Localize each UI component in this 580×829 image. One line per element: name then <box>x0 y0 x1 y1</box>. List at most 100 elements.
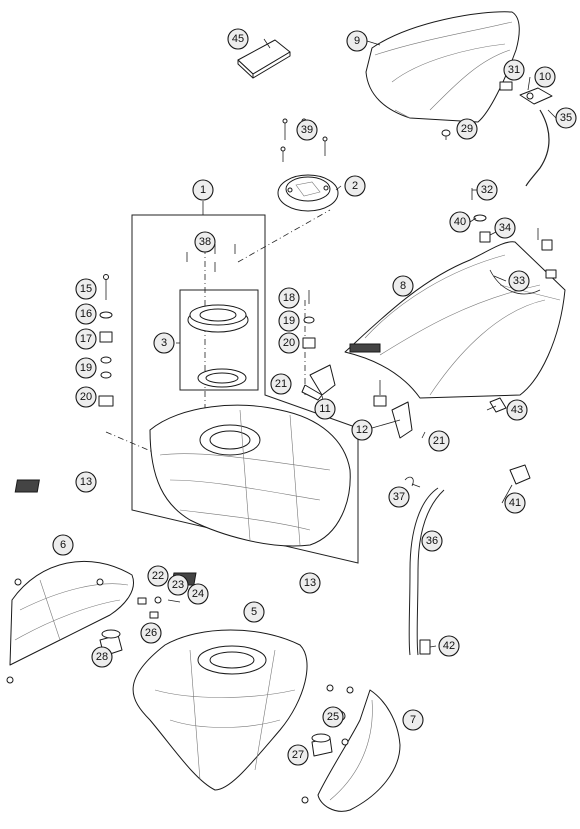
callout-28: 28 <box>91 646 113 668</box>
left-fastener-stack <box>98 274 114 407</box>
part-6-left-panel <box>6 560 134 684</box>
callout-33: 33 <box>508 270 530 292</box>
svg-text:45: 45 <box>232 33 244 45</box>
callout-19-left: 19 <box>75 357 97 379</box>
svg-text:12: 12 <box>356 424 368 436</box>
callout-8: 8 <box>392 275 414 297</box>
part-43-nut <box>489 397 507 413</box>
svg-text:21: 21 <box>433 435 445 447</box>
fuel-pump-subgroup-frame <box>179 289 259 391</box>
svg-text:42: 42 <box>443 640 455 652</box>
callout-15: 15 <box>75 278 97 300</box>
callout-27: 27 <box>287 744 309 766</box>
part-3-fuel-pump-ring <box>187 304 249 388</box>
callout-2: 2 <box>344 175 366 197</box>
part-38-screws <box>186 244 236 272</box>
part-2-filler-cap <box>277 174 339 212</box>
svg-text:28: 28 <box>96 651 108 663</box>
part-35-cable <box>525 109 550 187</box>
part-10-seat-lock <box>519 87 553 105</box>
svg-text:43: 43 <box>511 404 523 416</box>
svg-text:19: 19 <box>80 362 92 374</box>
svg-text:38: 38 <box>199 236 211 248</box>
part-31-clip <box>499 81 513 91</box>
svg-text:35: 35 <box>560 112 572 124</box>
part-12-bracket <box>373 380 413 439</box>
svg-text:16: 16 <box>80 308 92 320</box>
part-13-pad-a <box>14 479 40 493</box>
svg-text:17: 17 <box>80 333 92 345</box>
callout-17: 17 <box>75 328 97 350</box>
callout-35: 35 <box>555 107 577 129</box>
svg-text:21: 21 <box>275 378 287 390</box>
part-42-clip <box>419 639 431 655</box>
svg-text:1: 1 <box>200 184 206 196</box>
svg-text:40: 40 <box>454 216 466 228</box>
part-5-tank-cover <box>132 629 308 791</box>
svg-text:25: 25 <box>327 711 339 723</box>
callout-9: 9 <box>346 30 368 52</box>
svg-text:32: 32 <box>481 184 493 196</box>
callout-23: 23 <box>167 574 189 596</box>
part-8-front-seat <box>344 241 566 399</box>
callout-29: 29 <box>456 118 478 140</box>
svg-text:15: 15 <box>80 283 92 295</box>
part-45-box <box>237 39 291 79</box>
callout-1: 1 <box>192 179 214 201</box>
svg-text:20: 20 <box>283 337 295 349</box>
svg-text:23: 23 <box>172 579 184 591</box>
callout-16: 16 <box>75 303 97 325</box>
callout-18: 18 <box>278 287 300 309</box>
callout-34: 34 <box>494 217 516 239</box>
part-41-holder <box>509 464 531 485</box>
svg-text:27: 27 <box>292 749 304 761</box>
callout-21-left: 21 <box>270 373 292 395</box>
callout-12: 12 <box>351 419 373 441</box>
callout-26: 26 <box>140 622 162 644</box>
callout-43: 43 <box>506 399 528 421</box>
svg-text:13: 13 <box>80 476 92 488</box>
callout-20-left: 20 <box>75 386 97 408</box>
svg-text:9: 9 <box>354 35 360 47</box>
svg-text:33: 33 <box>513 275 525 287</box>
part-7-right-panel <box>301 684 401 812</box>
svg-text:5: 5 <box>251 606 257 618</box>
callout-39: 39 <box>296 119 318 141</box>
callout-13-upper: 13 <box>75 471 97 493</box>
svg-text:26: 26 <box>145 627 157 639</box>
callout-37: 37 <box>388 486 410 508</box>
svg-text:37: 37 <box>393 491 405 503</box>
svg-text:34: 34 <box>499 222 511 234</box>
callout-7: 7 <box>402 709 424 731</box>
callout-13-lower: 13 <box>299 572 321 594</box>
callout-21-right: 21 <box>428 430 450 452</box>
callout-22: 22 <box>147 565 169 587</box>
callout-3: 3 <box>153 332 175 354</box>
svg-text:20: 20 <box>80 391 92 403</box>
part-37-clip <box>404 476 414 487</box>
callout-31: 31 <box>503 59 525 81</box>
assembly-line-filler <box>237 209 331 263</box>
callout-6: 6 <box>52 534 74 556</box>
middle-fastener-stack <box>302 290 316 349</box>
svg-text:24: 24 <box>192 588 204 600</box>
seat-hardware <box>471 188 557 295</box>
callout-11: 11 <box>314 398 336 420</box>
svg-text:6: 6 <box>60 539 66 551</box>
svg-text:11: 11 <box>319 403 330 415</box>
callout-38: 38 <box>194 231 216 253</box>
callout-45: 45 <box>227 28 249 50</box>
svg-text:3: 3 <box>161 337 167 349</box>
part-9-rear-seat <box>365 11 520 123</box>
svg-text:31: 31 <box>508 64 520 76</box>
callout-40: 40 <box>449 211 471 233</box>
part-29-stud <box>441 129 451 140</box>
callout-42: 42 <box>438 635 460 657</box>
callout-10: 10 <box>534 66 556 88</box>
svg-text:29: 29 <box>461 123 473 135</box>
svg-text:8: 8 <box>400 280 406 292</box>
part-1-fuel-tank <box>149 404 351 547</box>
svg-text:13: 13 <box>304 577 316 589</box>
part-36-hose <box>408 487 445 656</box>
